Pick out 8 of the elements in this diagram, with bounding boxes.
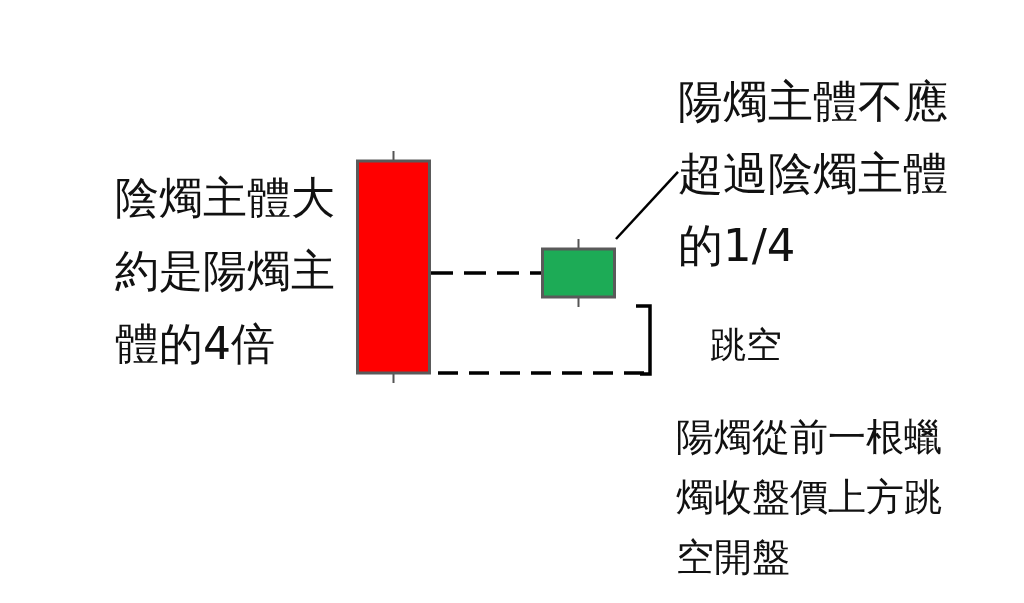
bearish-candlestick bbox=[356, 151, 431, 383]
bullish-candlestick bbox=[541, 239, 616, 307]
gap-label: 跳空 bbox=[710, 323, 783, 367]
dashed-guide-line bbox=[431, 271, 541, 275]
annotation-text: 陰燭主體大約是陽燭主體的4倍 bbox=[115, 171, 336, 371]
callout-text: 陽燭主體不應超過陰燭主體的1/4 bbox=[678, 66, 960, 282]
leader-line bbox=[615, 171, 679, 240]
annotation-text: 陽燭從前一根蠟燭收盤價上方跳空開盤 bbox=[676, 414, 943, 581]
